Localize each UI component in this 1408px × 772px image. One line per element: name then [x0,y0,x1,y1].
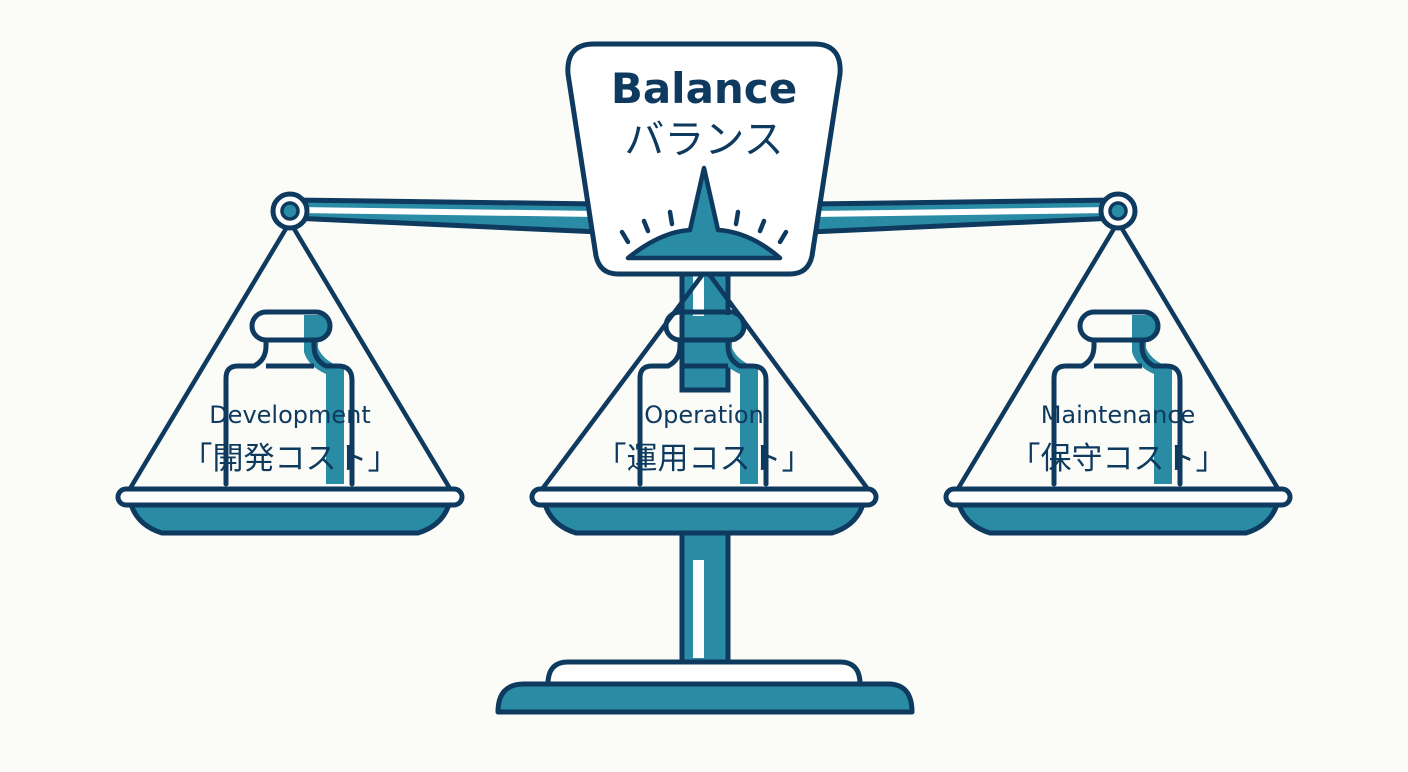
pan-label-en: Maintenance [1041,401,1196,429]
title-en: Balance [611,64,797,113]
pan-label-jp: 「開発コスト」 [182,441,399,477]
title-jp: バランス [624,117,783,163]
pan-label-en: Operation [644,401,763,429]
pan-label-jp: 「運用コスト」 [596,441,813,477]
title-plate: Balance バランス [565,41,843,277]
pan-development: Development 「開発コスト」 [118,191,462,533]
scale-stand [495,527,915,715]
gauge-needle-icon [619,165,789,261]
pan-operation: Operation 「運用コスト」 [532,268,876,533]
pan-label-jp: 「保守コスト」 [1010,441,1227,477]
pan-maintenance: Maintenance 「保守コスト」 [946,191,1290,533]
pan-label-en: Development [209,401,371,429]
